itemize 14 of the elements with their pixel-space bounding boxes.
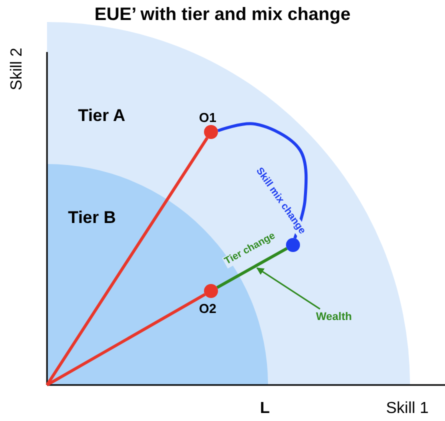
chart-title: EUE’ with tier and mix change xyxy=(93,4,352,25)
annotation-label: Wealth xyxy=(316,311,352,323)
axis-title: Skill 2 xyxy=(8,48,26,90)
axis-tick-label: L xyxy=(260,400,270,418)
pointer-arrow xyxy=(256,267,320,310)
connector-line xyxy=(217,122,308,239)
point-label: O2 xyxy=(199,301,216,316)
connector-line xyxy=(46,137,208,386)
region-label: Tier A xyxy=(78,106,126,126)
point-label: O1 xyxy=(199,110,216,125)
region-label: Tier B xyxy=(68,208,116,228)
axis-title: Skill 1 xyxy=(386,400,429,418)
connector-line xyxy=(46,293,206,386)
connector-line xyxy=(216,247,288,289)
